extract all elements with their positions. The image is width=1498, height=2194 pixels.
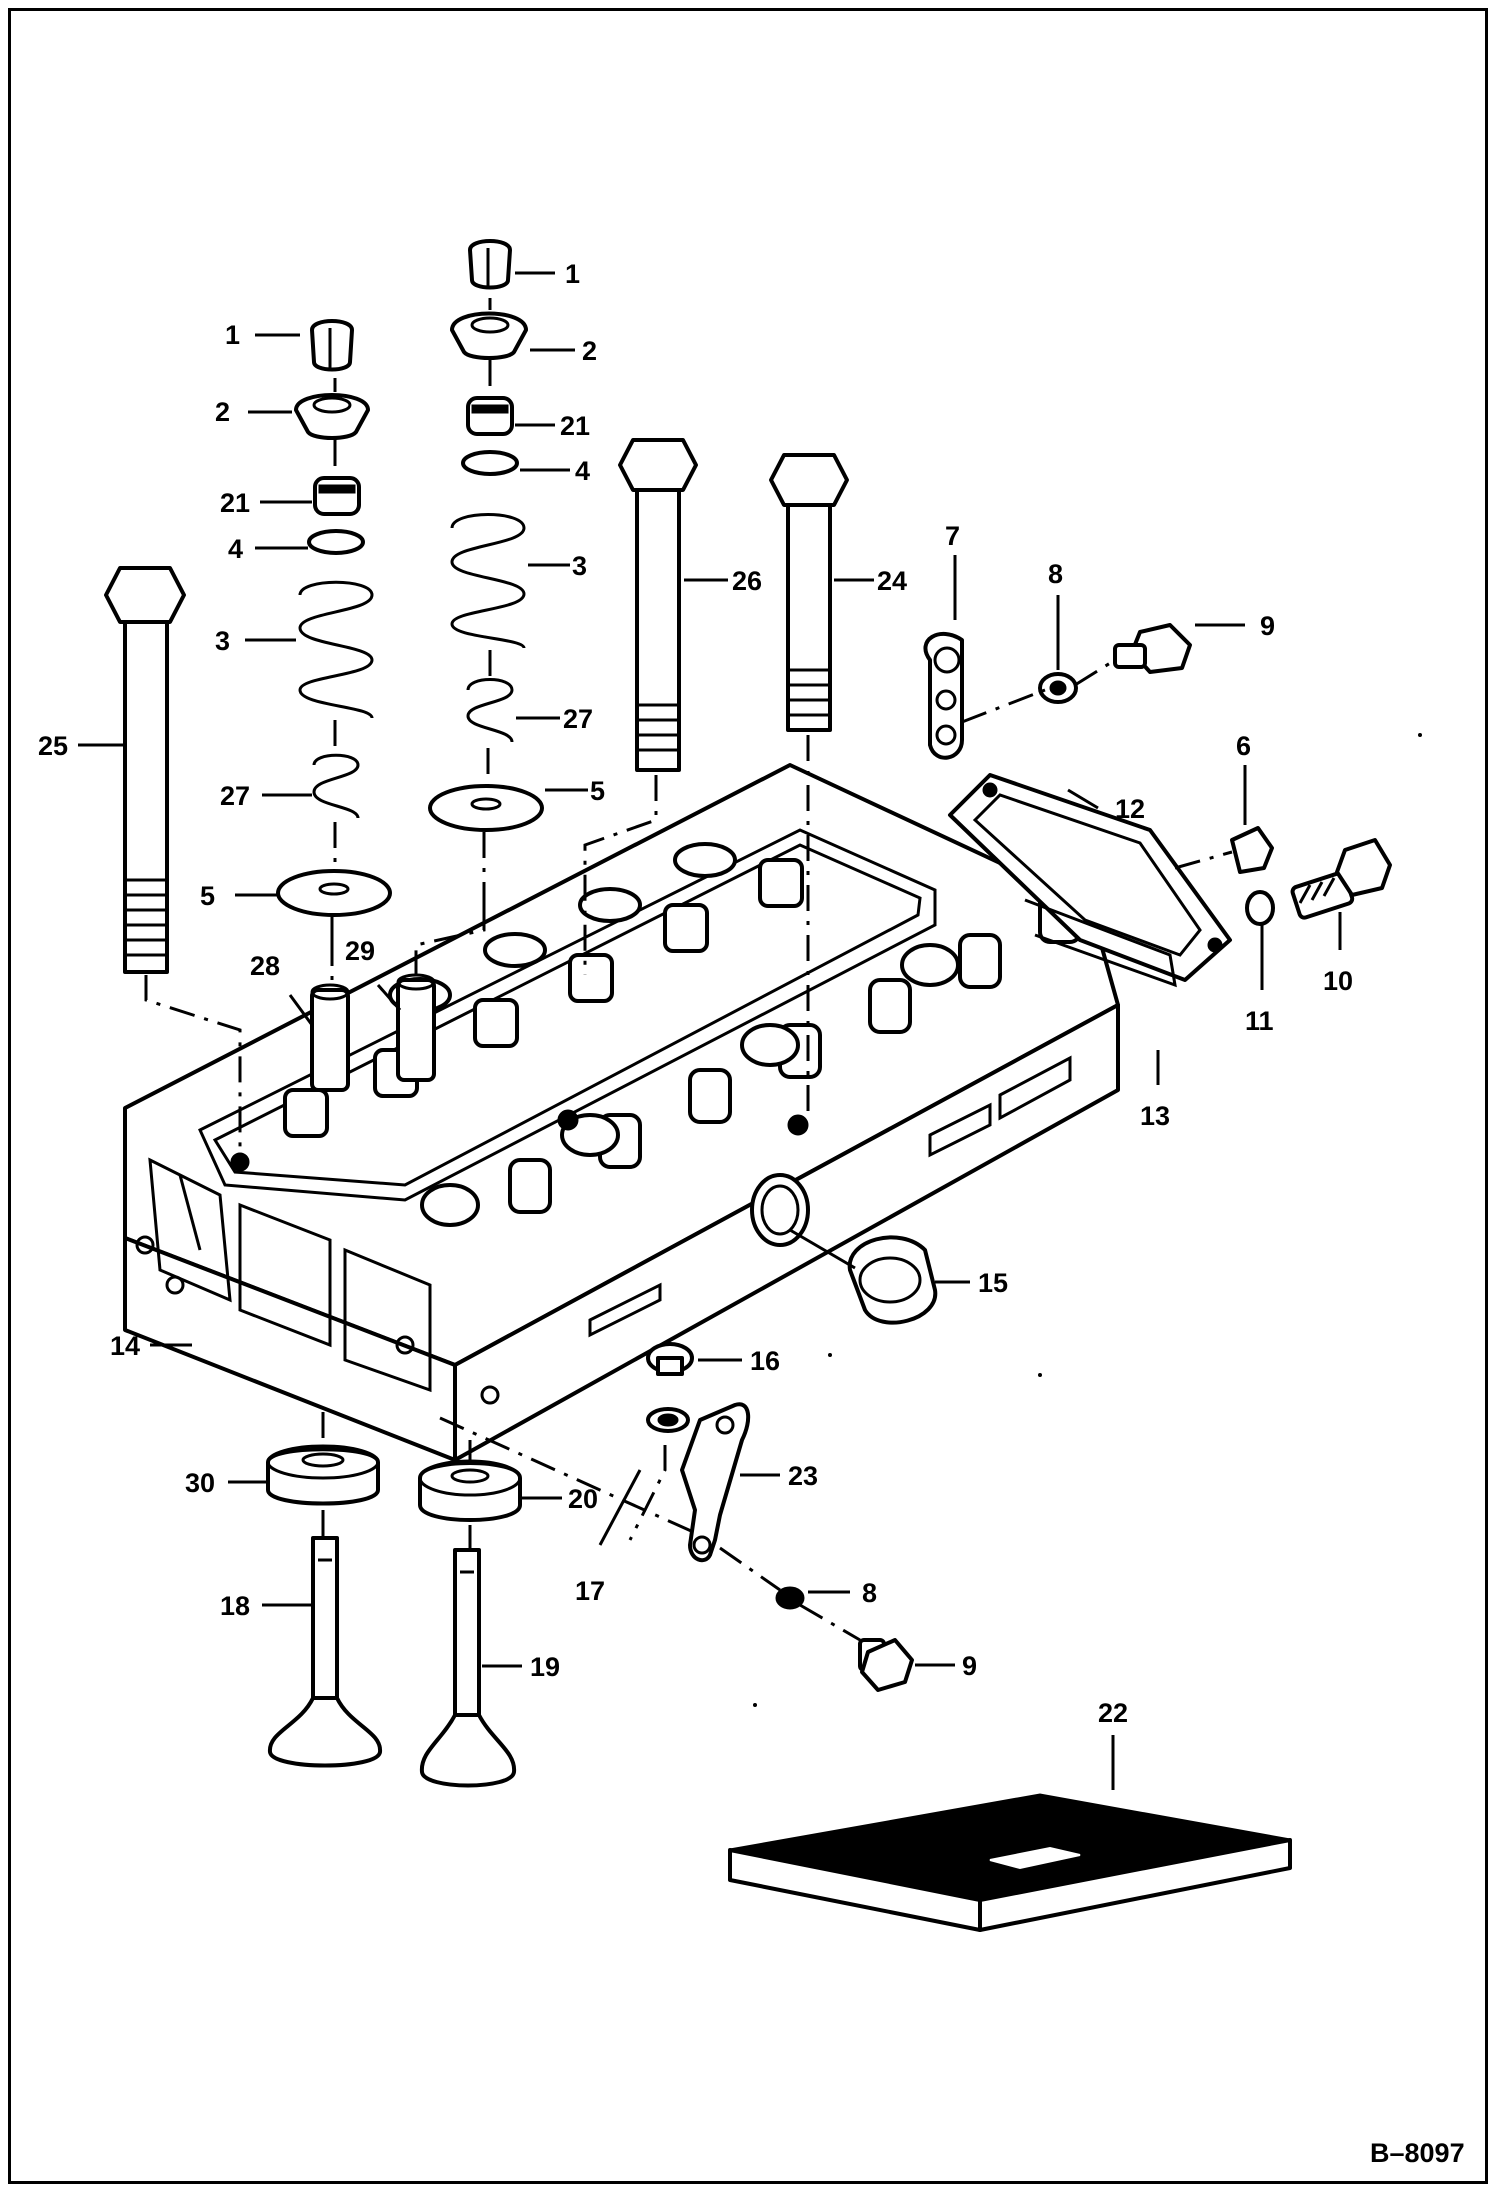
seal-15 [847,1235,938,1325]
callout-12: 12 [1115,794,1145,824]
plug-16 [646,1342,694,1376]
spring-retainer-right [450,311,528,360]
callout-11: 11 [1245,1006,1274,1036]
washer-8-bottom [775,1586,805,1610]
callout-2-right: 2 [582,336,597,366]
callout-3-right: 3 [572,551,587,581]
callout-14: 14 [110,1331,140,1361]
valve-guide-28 [310,983,350,1092]
callout-18: 18 [220,1591,250,1621]
callout-labels: 1 2 21 4 3 27 5 1 2 21 4 3 27 5 25 26 24… [38,259,1465,2168]
callout-20: 20 [568,1484,598,1514]
washer-11 [1245,890,1275,926]
drawing-frame [8,8,1488,2184]
callout-8-bottom: 8 [862,1578,877,1608]
callout-9-bottom: 9 [962,1651,977,1681]
callout-28: 28 [250,951,280,981]
valve-keeper-left [310,319,354,372]
callout-24: 24 [877,566,907,596]
valve-seal-left [313,476,361,516]
callout-2-left: 2 [215,397,230,427]
plug-6 [1230,826,1274,874]
callout-26: 26 [732,566,762,596]
callout-leaders [78,271,1342,1790]
valve-18 [267,1536,383,1768]
o-ring-left [307,529,365,555]
head-bolt-24 [769,453,849,732]
spring-seat-right [428,784,544,832]
spring-retainer-left [294,393,370,440]
callout-21-left: 21 [220,488,250,518]
callout-1-left: 1 [225,320,240,350]
valve-seat-20 [418,1459,522,1522]
callout-22: 22 [1098,1698,1128,1728]
callout-27-right: 27 [563,704,593,734]
callout-5-right: 5 [590,776,605,806]
callout-7: 7 [945,521,960,551]
callout-30: 30 [185,1468,215,1498]
drawing-number: B–8097 [1370,2138,1465,2168]
cover-13 [1024,898,1177,988]
callout-21-right: 21 [560,411,590,441]
lifting-bracket-23 [680,1402,751,1563]
callout-10: 10 [1323,966,1353,996]
bolt-9-bottom [858,1638,914,1692]
callout-23: 23 [788,1461,818,1491]
valve-seat-30 [266,1444,380,1506]
callout-27-left: 27 [220,781,250,811]
callout-29: 29 [345,936,375,966]
head-bolt-25 [104,566,186,974]
spring-seat-left [276,869,392,917]
callout-5-left: 5 [200,881,215,911]
cylinder-head [123,763,1120,1462]
valve-seal-right [466,396,514,436]
outer-spring-right [450,513,526,649]
callout-4-right: 4 [575,456,590,486]
callout-8-top: 8 [1048,559,1063,589]
valve-guide-29 [396,973,436,1082]
port-ring [750,1173,810,1247]
callout-16: 16 [750,1346,780,1376]
callout-6: 6 [1236,731,1251,761]
callout-17: 17 [575,1576,605,1606]
callout-15: 15 [978,1268,1008,1298]
lifting-bracket-7 [923,632,964,760]
inner-spring-right [466,678,514,743]
callout-13: 13 [1140,1101,1170,1131]
o-ring-right [461,450,519,476]
callout-1-right: 1 [565,259,580,289]
outer-spring-left [298,580,374,719]
callout-9-top: 9 [1260,611,1275,641]
valve-keeper-right [468,239,512,290]
callout-4-left: 4 [228,534,243,564]
callout-3-left: 3 [215,626,230,656]
bolt-9-top [1113,623,1192,674]
inner-spring-left [312,753,360,819]
bolt-10 [1290,838,1392,920]
washer-8-top [1038,672,1078,704]
head-bolt-26 [618,438,698,772]
callout-25: 25 [38,731,68,761]
callout-19: 19 [530,1652,560,1682]
shim-plate-22 [728,1793,1292,1932]
gasket-12 [948,773,1232,982]
valve-19 [419,1548,517,1788]
washer-17 [646,1407,690,1433]
